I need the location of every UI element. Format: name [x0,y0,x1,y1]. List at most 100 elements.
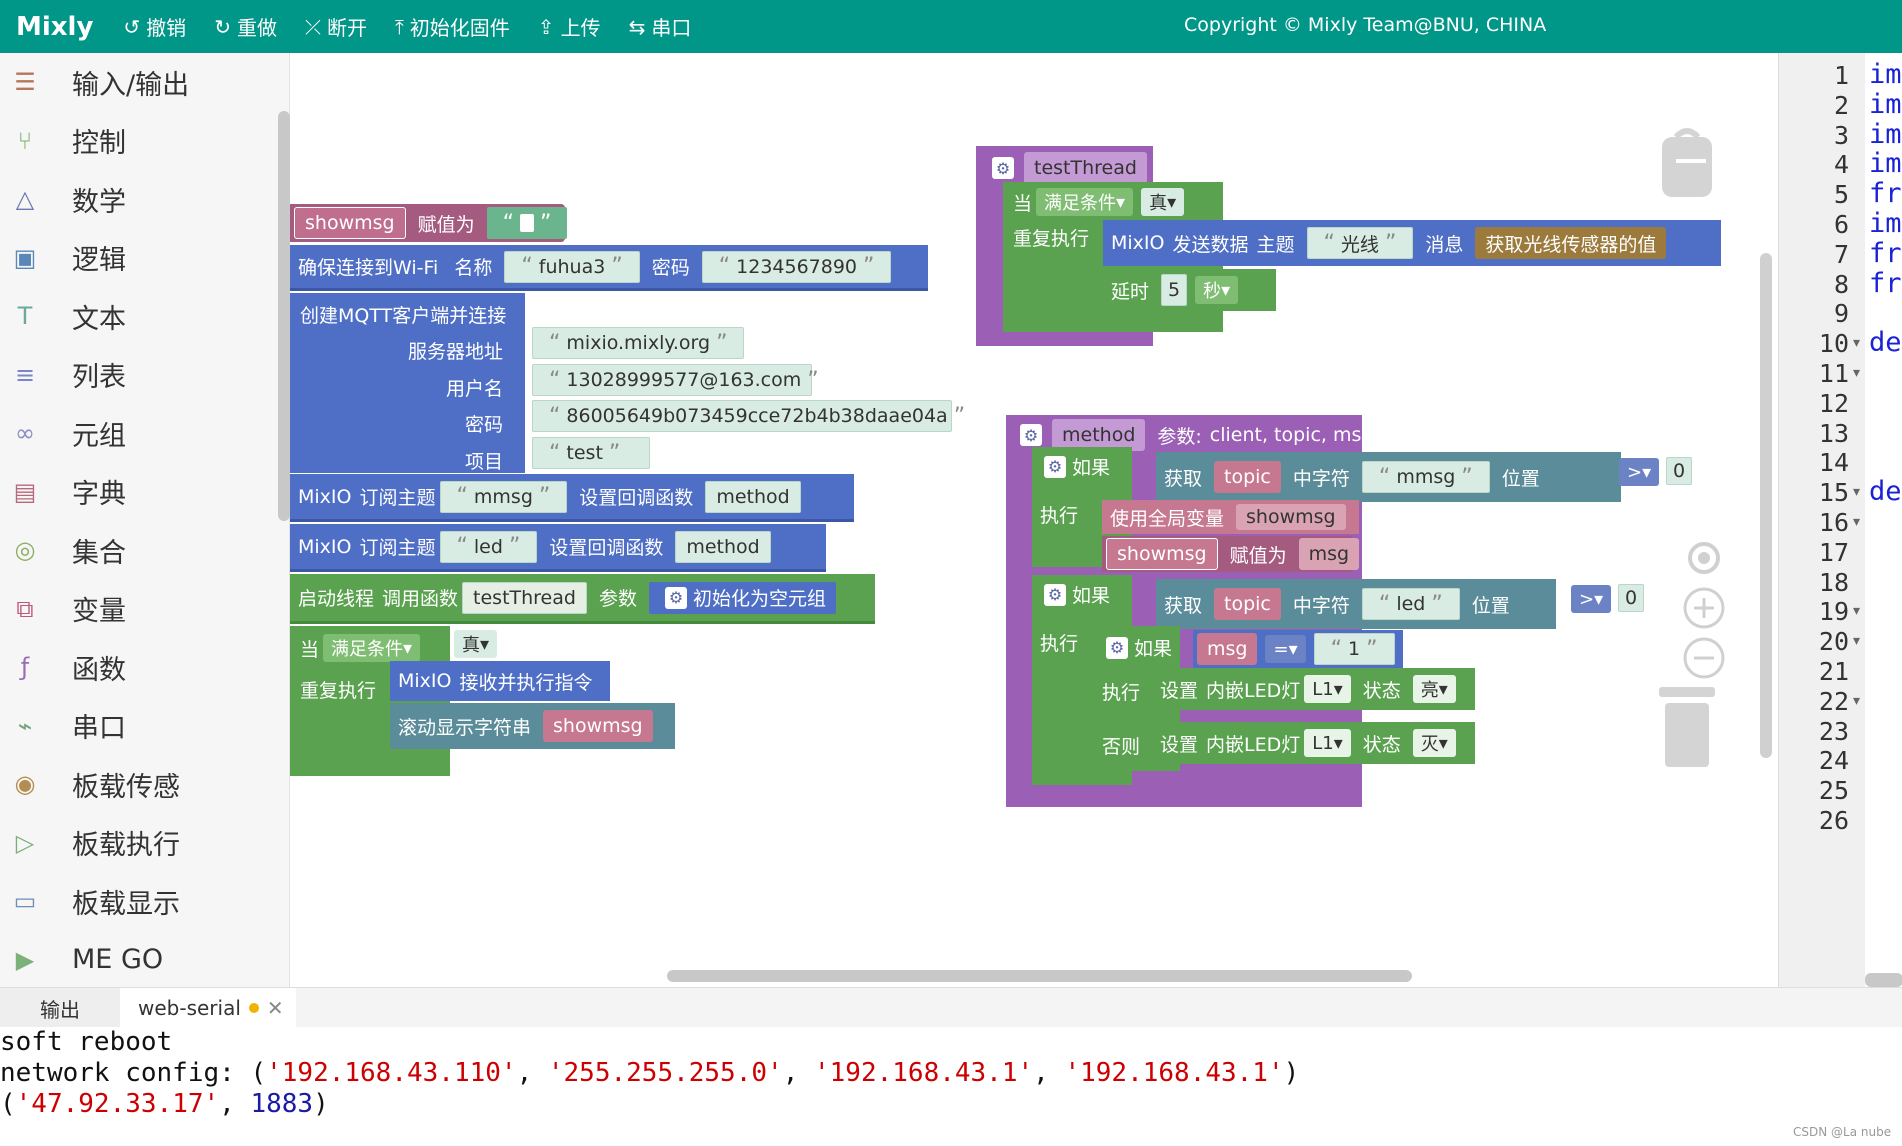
serial-button[interactable]: ⇆串口 [629,12,692,41]
code-line[interactable]: fro [1869,267,1902,299]
sidebar-item-9[interactable]: ⧉变量 [0,580,289,639]
num-zero[interactable]: 0 [1666,457,1693,485]
empty-string[interactable]: “” [486,207,568,239]
workspace-hscroll[interactable] [667,970,1412,982]
thread-block[interactable]: 启动线程调用函数 testThread 参数 ⚙初始化为空元组 [290,574,875,624]
workspace-vscroll[interactable] [1760,253,1772,758]
code-line[interactable]: def [1869,476,1902,508]
fold-icon[interactable]: ▾ [1853,335,1861,352]
tab-web-serial[interactable]: web-serial✕ [120,988,296,1028]
code-line[interactable]: def [1869,327,1902,359]
thread-fn[interactable]: testThread [462,581,587,614]
mqtt-project-input[interactable]: “test” [532,437,650,469]
init-firmware-button[interactable]: ⤒初始化固件 [395,12,510,41]
wifi-ssid-input[interactable]: “fuhua3” [504,250,640,283]
mqtt-block[interactable]: 创建MQTT客户端并连接 服务器地址 用户名 密码 项目 [290,293,525,473]
sidebar-item-8[interactable]: ◎集合 [0,521,289,580]
var-showmsg[interactable]: showmsg [543,710,653,742]
var-topic[interactable]: topic [1214,588,1281,620]
empty-tuple[interactable]: ⚙初始化为空元组 [648,581,836,614]
l1-dropdown[interactable]: L1 ▾ [1304,675,1351,703]
compare-block[interactable]: msg= ▾“1” [1193,630,1403,668]
eq-dropdown[interactable]: = ▾ [1265,635,1306,663]
var-showmsg[interactable]: showmsg [1236,504,1346,530]
code-line[interactable]: fro [1869,178,1902,210]
num-zero[interactable]: 0 [1618,584,1645,612]
var-msg[interactable]: msg [1298,538,1360,570]
center-icon[interactable] [1682,536,1726,580]
op-dropdown[interactable]: > ▾ [1619,458,1660,486]
upload-button[interactable]: ⇪上传 [538,12,601,41]
topic-mmsg[interactable]: “mmsg” [439,480,568,513]
fold-icon[interactable]: ▾ [1853,603,1861,620]
disconnect-button[interactable]: ⤫断开 [305,12,367,41]
sidebar-item-13[interactable]: ▷板载执行 [0,814,289,873]
on-dropdown[interactable]: 亮 ▾ [1412,675,1456,703]
var-msg[interactable]: msg [1197,633,1258,665]
fn-name[interactable]: method [1052,419,1146,451]
fn-name[interactable]: testThread [1024,152,1147,184]
sidebar-item-0[interactable]: ☰输入/输出 [0,53,289,112]
fold-icon[interactable]: ▾ [1853,514,1861,530]
brand-logo[interactable]: Mixly [16,11,94,42]
sidebar-item-3[interactable]: ▣逻辑 [0,229,289,288]
topic-light[interactable]: “光线” [1306,227,1414,259]
fold-icon[interactable]: ▾ [1853,692,1861,709]
str-led[interactable]: “led” [1361,588,1460,620]
mqtt-server-input[interactable]: “mixio.mixly.org” [532,327,744,359]
cond-dropdown[interactable]: 满足条件 ▾ [323,634,421,662]
var-showmsg[interactable]: showmsg [1106,538,1218,570]
backpack-icon[interactable] [1656,123,1718,201]
off-dropdown[interactable]: 灭 ▾ [1412,729,1456,757]
sidebar-item-1[interactable]: ⑂控制 [0,112,289,171]
serial-console[interactable]: soft reboot network config: ('192.168.43… [0,1027,1902,1146]
var-topic[interactable]: topic [1214,461,1281,493]
code-hscroll[interactable] [1865,973,1902,987]
light-sensor-value[interactable]: 获取光线传感器的值 [1475,227,1667,259]
code-line[interactable]: fro [1869,237,1902,269]
str-mmsg[interactable]: “mmsg” [1361,461,1490,493]
wifi-pwd-input[interactable]: “1234567890” [701,250,892,283]
sidebar-item-11[interactable]: ⌁串口 [0,697,289,756]
code-line[interactable]: imp [1869,148,1902,180]
fold-icon[interactable]: ▾ [1853,633,1861,650]
undo-button[interactable]: ↺撤销 [123,12,186,41]
delay-value[interactable]: 5 [1161,274,1188,306]
sidebar-item-15[interactable]: ▶ME GO [0,931,289,990]
redo-button[interactable]: ↻重做 [214,12,277,41]
code-line[interactable]: imp [1869,59,1902,90]
sidebar-item-7[interactable]: ▤字典 [0,463,289,522]
str-1[interactable]: “1” [1313,633,1395,665]
fold-icon[interactable]: ▾ [1853,484,1861,501]
sidebar-item-2[interactable]: △数学 [0,170,289,229]
zoom-in-icon[interactable] [1682,586,1726,630]
fold-icon[interactable]: ▾ [1853,365,1861,381]
var-showmsg[interactable]: showmsg [294,207,406,239]
callback-method[interactable]: method [675,530,771,563]
unit-dropdown[interactable]: 秒 ▾ [1195,276,1239,304]
code-line[interactable]: imp [1869,118,1902,150]
mqtt-pwd-input[interactable]: “86005649b073459cce72b4b38daae04a” [532,400,965,432]
sidebar-item-12[interactable]: ◉板载传感 [0,755,289,814]
op-dropdown[interactable]: > ▾ [1571,585,1612,613]
zoom-out-icon[interactable] [1682,636,1726,680]
sidebar-item-6[interactable]: ∞元组 [0,404,289,463]
tab-output[interactable]: 输出 [0,988,120,1028]
true-dropdown[interactable]: 真 ▾ [1141,188,1185,216]
sidebar-item-14[interactable]: ▭板载显示 [0,872,289,931]
topic-led[interactable]: “led” [439,530,538,563]
